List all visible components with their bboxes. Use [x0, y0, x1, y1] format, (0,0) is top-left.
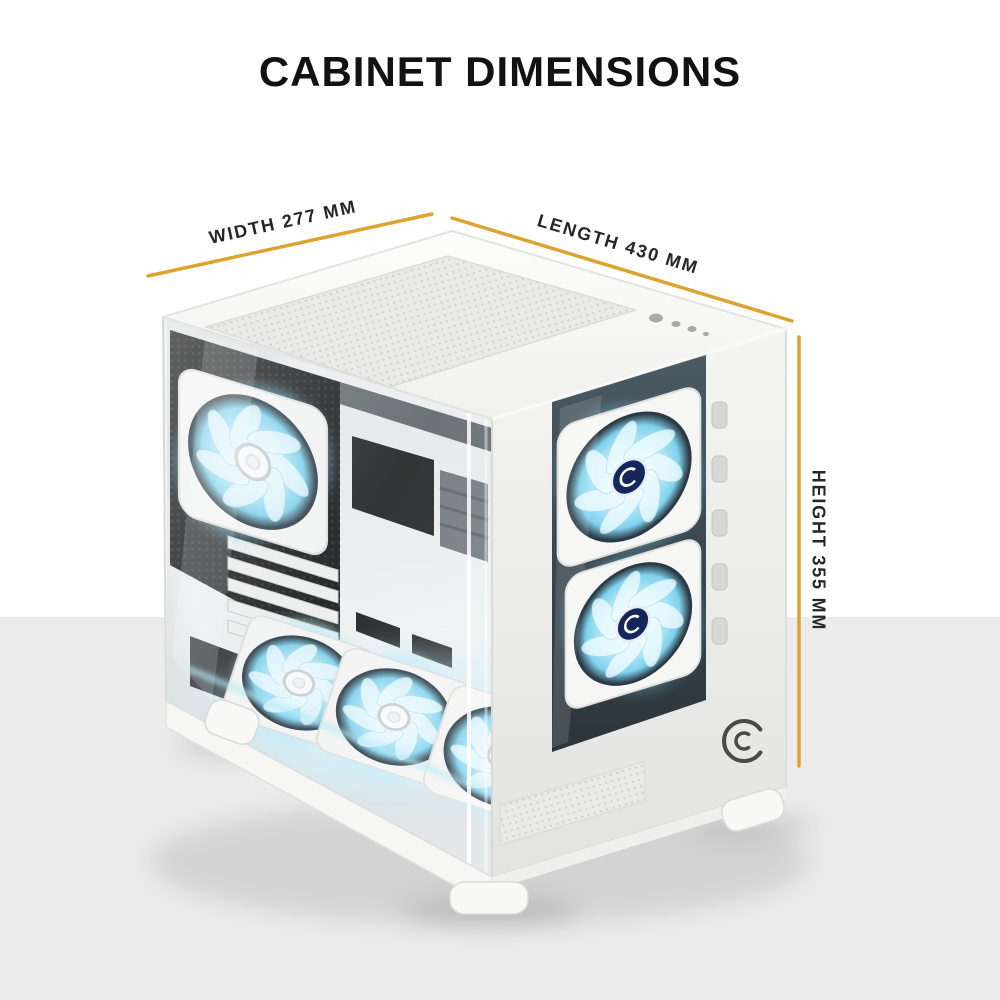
dimension-lines — [146, 212, 801, 768]
page-title: CABINET DIMENSIONS — [258, 48, 742, 95]
dimension-line-width — [146, 212, 434, 278]
top-mesh-panel — [205, 255, 637, 388]
psu-vent — [499, 759, 646, 847]
side-vent-slots — [711, 401, 728, 645]
case-top-panel — [162, 230, 787, 421]
height-dimension-label: HEIGHT 355 MM — [808, 469, 829, 632]
case-base — [165, 699, 786, 915]
dimension-line-length — [450, 216, 794, 323]
brand-logo — [722, 719, 763, 763]
case-feet — [204, 699, 785, 915]
power-buttons — [649, 313, 709, 336]
right-side-panel — [491, 328, 787, 878]
